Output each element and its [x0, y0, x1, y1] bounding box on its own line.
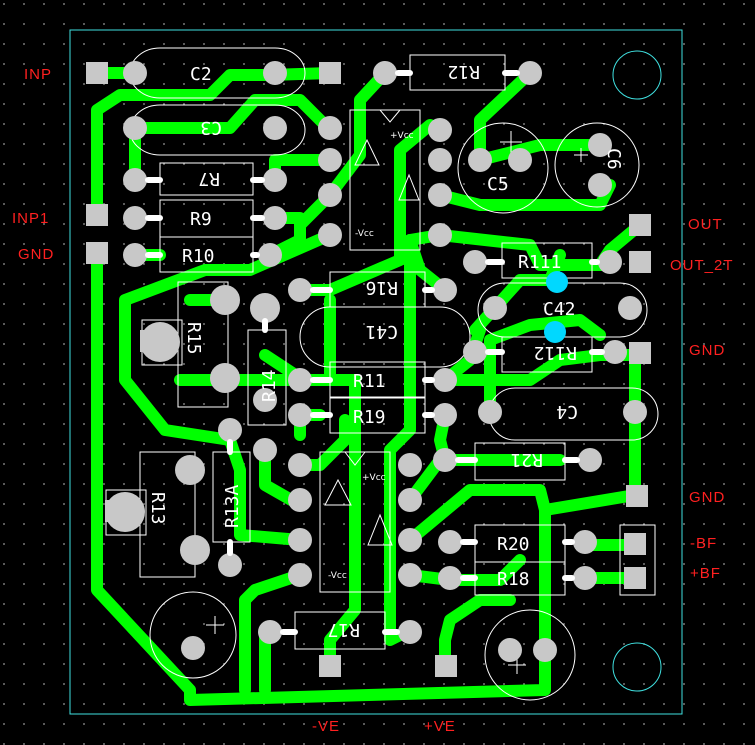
cap-lower-left-outline — [149, 591, 237, 679]
r19-label: R19 — [353, 407, 386, 428]
round-pads — [105, 61, 647, 662]
gnd-left-label: GND — [18, 246, 55, 263]
r20-label: R20 — [497, 534, 530, 555]
mounting-hole — [612, 642, 662, 692]
r11-label: R11 — [353, 371, 386, 392]
bf-connector-outline — [619, 524, 656, 596]
r16-label: R16 — [365, 277, 398, 298]
mounting-hole — [612, 50, 662, 100]
ic-upper-minus-vcc: -Vcc — [355, 229, 374, 239]
c5-outline — [457, 122, 549, 214]
plus-ve-label: +VE — [424, 718, 456, 735]
ic-lower-vcc: +Vcc — [362, 473, 386, 483]
r15-label: R15 — [183, 322, 204, 355]
r18-label: R18 — [497, 569, 530, 590]
r14-label: R14 — [259, 369, 280, 402]
c6-label: C6 — [603, 148, 624, 170]
r13-label: R13 — [147, 492, 168, 525]
c41-outline — [299, 306, 471, 368]
r12-label: R12 — [447, 61, 480, 82]
c3-label: C3 — [200, 117, 222, 138]
minus-ve-label: -VE — [312, 718, 341, 735]
r10-label: R10 — [182, 246, 215, 267]
out-2t-label: OUT_2T — [670, 257, 734, 274]
c5-label: C5 — [487, 174, 509, 195]
c42-label: C42 — [543, 299, 576, 320]
ic-lower-outline — [319, 451, 391, 593]
pads — [86, 61, 651, 677]
c41-label: C41 — [365, 321, 398, 342]
plus-bf-label: +BF — [690, 565, 721, 582]
ic-lower-minus-vcc: -Vcc — [328, 571, 347, 581]
r9-label: R9 — [190, 209, 212, 230]
c6-outline — [554, 122, 640, 208]
gnd-right-label-1: GND — [689, 342, 726, 359]
minus-bf-label: -BF — [690, 535, 718, 552]
out-label: OUT — [688, 216, 723, 233]
c2-label: C2 — [190, 64, 212, 85]
r112-label: R112 — [534, 342, 577, 363]
lead-bars — [145, 70, 605, 635]
r17-label: R17 — [327, 619, 360, 640]
ic-upper-outline — [349, 109, 421, 251]
via — [546, 271, 568, 293]
inp1-label: INP1 — [12, 210, 50, 227]
r13a-label: R13A — [222, 484, 243, 528]
c2-outline — [129, 47, 306, 99]
via — [544, 321, 566, 343]
inp-label: INP — [24, 66, 53, 83]
r21-label: R21 — [510, 449, 543, 470]
gnd-right-label-2: GND — [689, 489, 726, 506]
cap-lower-right-outline — [484, 609, 576, 701]
ic-upper-vcc: +Vcc — [390, 131, 414, 141]
c4-label: C4 — [556, 401, 578, 422]
board-outline — [69, 29, 683, 715]
r111-label: R111 — [518, 252, 561, 273]
c42-outline — [477, 282, 648, 338]
r7-label: R7 — [198, 168, 220, 189]
